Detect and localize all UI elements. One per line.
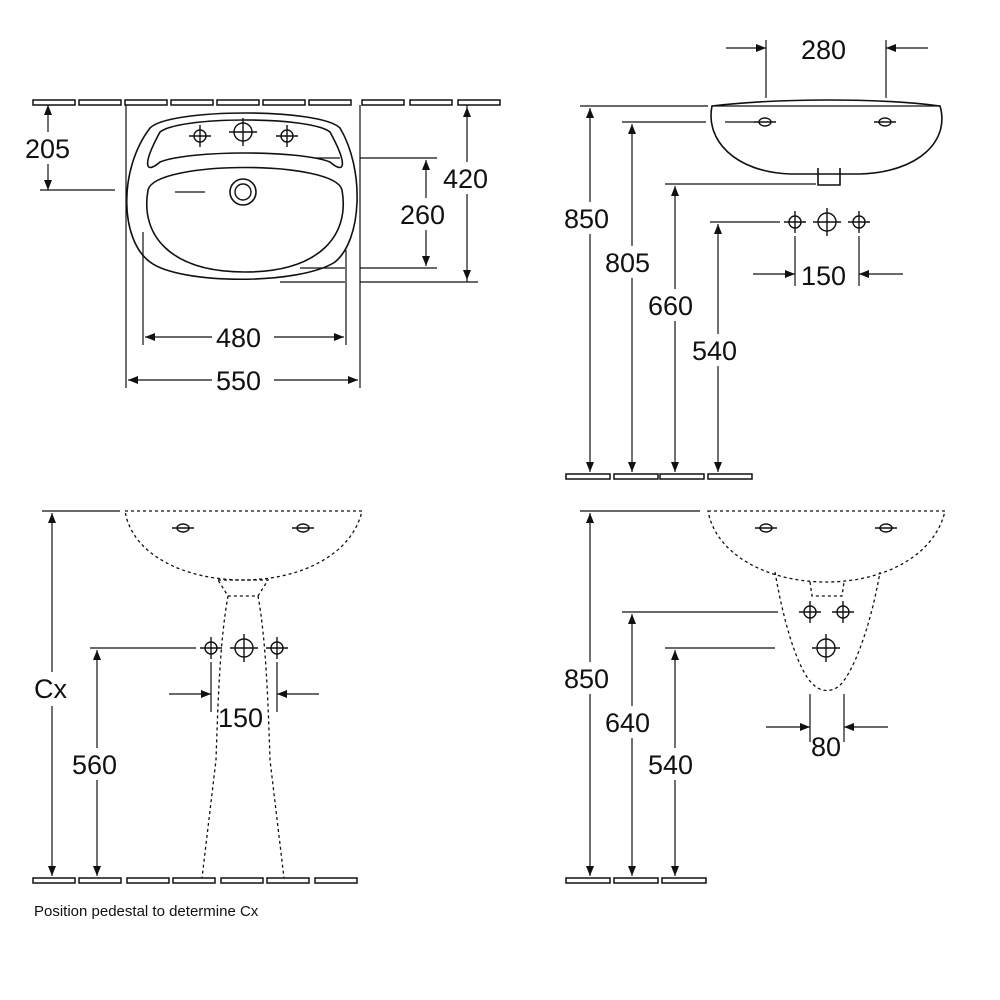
dim-805: 805 [603,121,706,472]
pedestal-note: Position pedestal to determine Cx [34,903,259,920]
dim-150-pedestal-label: 150 [218,703,263,733]
dim-150-side-label: 150 [801,261,846,291]
dim-cx-label: Cx [34,674,67,704]
side-view: 280 150 850 [562,35,943,480]
dim-cx: Cx [32,510,120,876]
dim-260-label: 260 [400,200,445,230]
floor-strip-pedestal-view [32,877,358,884]
pedestal-view: Cx 560 150 Position pedestal to determin… [32,510,363,920]
dim-540-semi: 540 [646,650,704,876]
dim-420-label: 420 [443,164,488,194]
dim-550: 550 [128,365,358,397]
dim-150-pedestal: 150 [169,662,319,733]
wall-strip-top-view [32,99,501,106]
dim-850-semi-label: 850 [564,664,609,694]
top-view: 205 420 260 480 [18,99,501,397]
floor-strip-side-view [565,473,753,480]
supply-taps-side [710,207,871,237]
dim-850-side-label: 850 [564,204,609,234]
semi-pedestal-view: 850 640 540 80 [562,510,946,884]
dim-205-label: 205 [25,134,70,164]
dim-850-semi: 850 [562,510,700,876]
dim-280-label: 280 [801,35,846,65]
basin-top-outline [125,105,361,388]
supply-taps-pedestal [90,633,289,663]
supply-taps-semi-pedestal [622,600,855,663]
dim-480: 480 [145,322,344,354]
dim-805-label: 805 [605,248,650,278]
dim-150-side: 150 [753,236,903,291]
dim-540-side-label: 540 [692,336,737,366]
waste-outlet-top [175,157,340,206]
dim-850-side: 850 [562,105,708,472]
dim-80-label: 80 [811,732,841,762]
dim-540-side: 540 [690,224,748,472]
dim-560-label: 560 [72,750,117,780]
floor-strip-semi-pedestal-view [565,877,707,884]
basin-front-outline [710,99,943,186]
dim-660-label: 660 [648,291,693,321]
dim-80: 80 [766,694,888,762]
semi-pedestal-basin-dashed [707,510,946,692]
dim-550-label: 550 [216,366,261,396]
dim-560: 560 [70,650,128,876]
dim-280: 280 [726,35,928,98]
dim-640: 640 [603,614,661,876]
dim-260: 260 [360,157,456,269]
pedestal-basin-dashed [124,510,363,879]
dim-420: 420 [360,105,498,283]
dim-660: 660 [646,183,816,472]
dim-640-label: 640 [605,708,650,738]
dim-540-semi-label: 540 [648,750,693,780]
dim-480-label: 480 [216,323,261,353]
dim-205: 205 [18,105,115,191]
